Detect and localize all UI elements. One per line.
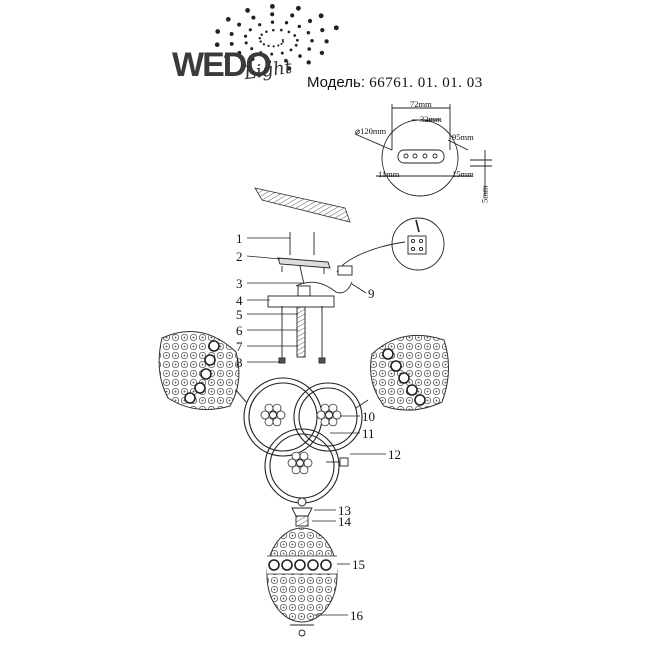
callout-2: 2 bbox=[236, 249, 243, 264]
dim-11mm: 11mm bbox=[378, 169, 400, 179]
callout-11: 11 bbox=[362, 426, 375, 441]
brand-name: WEDO bbox=[172, 46, 272, 84]
callout-6: 6 bbox=[236, 323, 243, 338]
bottom-hanger bbox=[291, 497, 313, 527]
callout-4: 4 bbox=[236, 293, 243, 308]
terminal-detail bbox=[391, 217, 445, 271]
mounting-plate-detail bbox=[354, 104, 492, 197]
dim-5mm: 5mm bbox=[479, 185, 490, 203]
leader-lines bbox=[246, 237, 386, 616]
screw-12 bbox=[326, 457, 349, 467]
callout-8: 8 bbox=[236, 355, 243, 370]
callout-9: 9 bbox=[368, 286, 375, 301]
callout-10: 10 bbox=[362, 409, 375, 424]
bottom-cap bbox=[290, 624, 314, 637]
callout-12: 12 bbox=[388, 447, 401, 462]
callout-3: 3 bbox=[236, 276, 243, 291]
callout-1: 1 bbox=[236, 231, 243, 246]
dim-95mm: 95mm bbox=[452, 132, 474, 142]
callout-15: 15 bbox=[352, 557, 365, 572]
frame-rings bbox=[243, 377, 363, 504]
callout-16: 16 bbox=[350, 608, 363, 623]
callout-5: 5 bbox=[236, 307, 243, 322]
model-label: Модель: bbox=[307, 74, 366, 91]
ceiling bbox=[254, 187, 351, 223]
callout-14: 14 bbox=[338, 514, 351, 529]
left-shade bbox=[158, 331, 247, 411]
bottom-shade bbox=[266, 527, 338, 623]
dim-15mm: 15mm bbox=[452, 169, 474, 179]
dim-32mm: 32mm bbox=[420, 114, 442, 124]
model-line: Модель: 66761. 01. 01. 03 bbox=[307, 74, 483, 92]
dim-72mm: 72mm bbox=[410, 99, 432, 109]
dim-diameter-120mm: ⌀120mm bbox=[355, 126, 387, 136]
callout-13: 13 bbox=[338, 503, 351, 518]
right-shade bbox=[355, 334, 450, 411]
model-number: 66761. 01. 01. 03 bbox=[369, 75, 483, 91]
crystal-flowers bbox=[260, 403, 342, 475]
mounting-hardware bbox=[267, 232, 406, 364]
callout-7: 7 bbox=[236, 339, 243, 354]
